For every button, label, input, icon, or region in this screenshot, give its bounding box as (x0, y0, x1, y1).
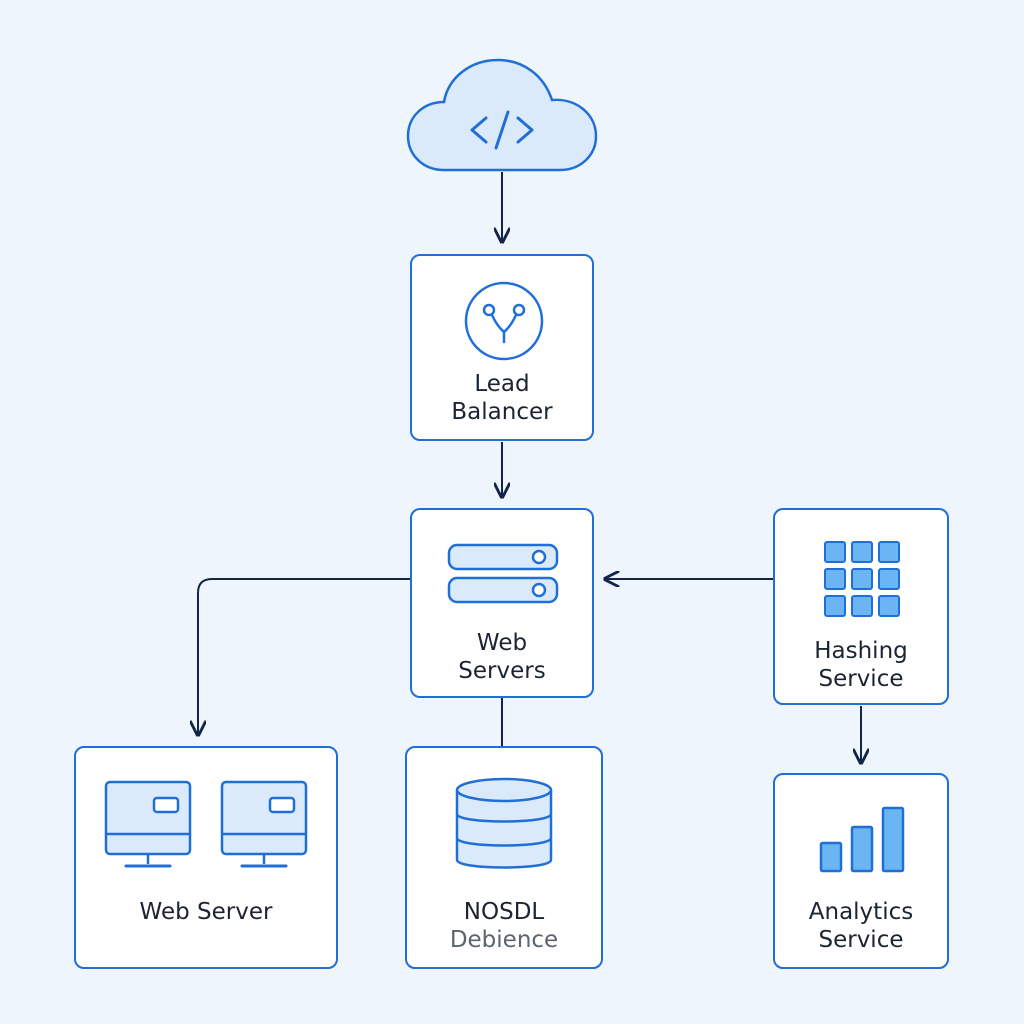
web-servers-label-line1: Web (476, 630, 528, 656)
database-label-line1: NOSDL (463, 899, 545, 925)
analytics-service-label-line1: Analytics (808, 899, 914, 925)
load-balancer-label-line2: Balancer (451, 399, 553, 425)
hashing-service-node[interactable]: Hashing Service (773, 508, 949, 705)
web-server-label-text: Web Server (139, 899, 273, 925)
web-server-label: Web Server (76, 898, 336, 926)
branch-icon (464, 281, 544, 361)
database-node[interactable]: NOSDL Debience (405, 746, 603, 969)
hashing-service-label-line1: Hashing (814, 638, 908, 664)
client-node[interactable] (404, 58, 600, 176)
cloud-code-icon (406, 58, 598, 172)
monitor-icon-left (104, 780, 192, 868)
web-servers-node[interactable]: Web Servers (410, 508, 594, 698)
edge-web-servers-to-web-server (198, 578, 410, 735)
monitor-icon (104, 780, 308, 868)
load-balancer-label: Lead Balancer (412, 370, 592, 426)
web-server-node[interactable]: Web Server (74, 746, 338, 969)
bar-chart-icon (819, 806, 905, 873)
web-servers-label-line2: Servers (458, 658, 546, 684)
analytics-service-node[interactable]: Analytics Service (773, 773, 949, 969)
load-balancer-label-line1: Lead (474, 371, 530, 397)
database-label: NOSDL Debience (407, 898, 601, 954)
grid-icon (824, 541, 900, 617)
analytics-service-label-line2: Service (818, 927, 904, 953)
load-balancer-node[interactable]: Lead Balancer (410, 254, 594, 441)
analytics-service-label: Analytics Service (775, 898, 947, 954)
server-rack-icon (447, 543, 559, 604)
hashing-service-label-line2: Service (818, 666, 904, 692)
web-servers-label: Web Servers (412, 629, 592, 685)
monitor-icon-right (220, 780, 308, 868)
database-icon (455, 777, 553, 869)
database-label-line2: Debience (449, 927, 559, 953)
hashing-service-label: Hashing Service (775, 637, 947, 693)
